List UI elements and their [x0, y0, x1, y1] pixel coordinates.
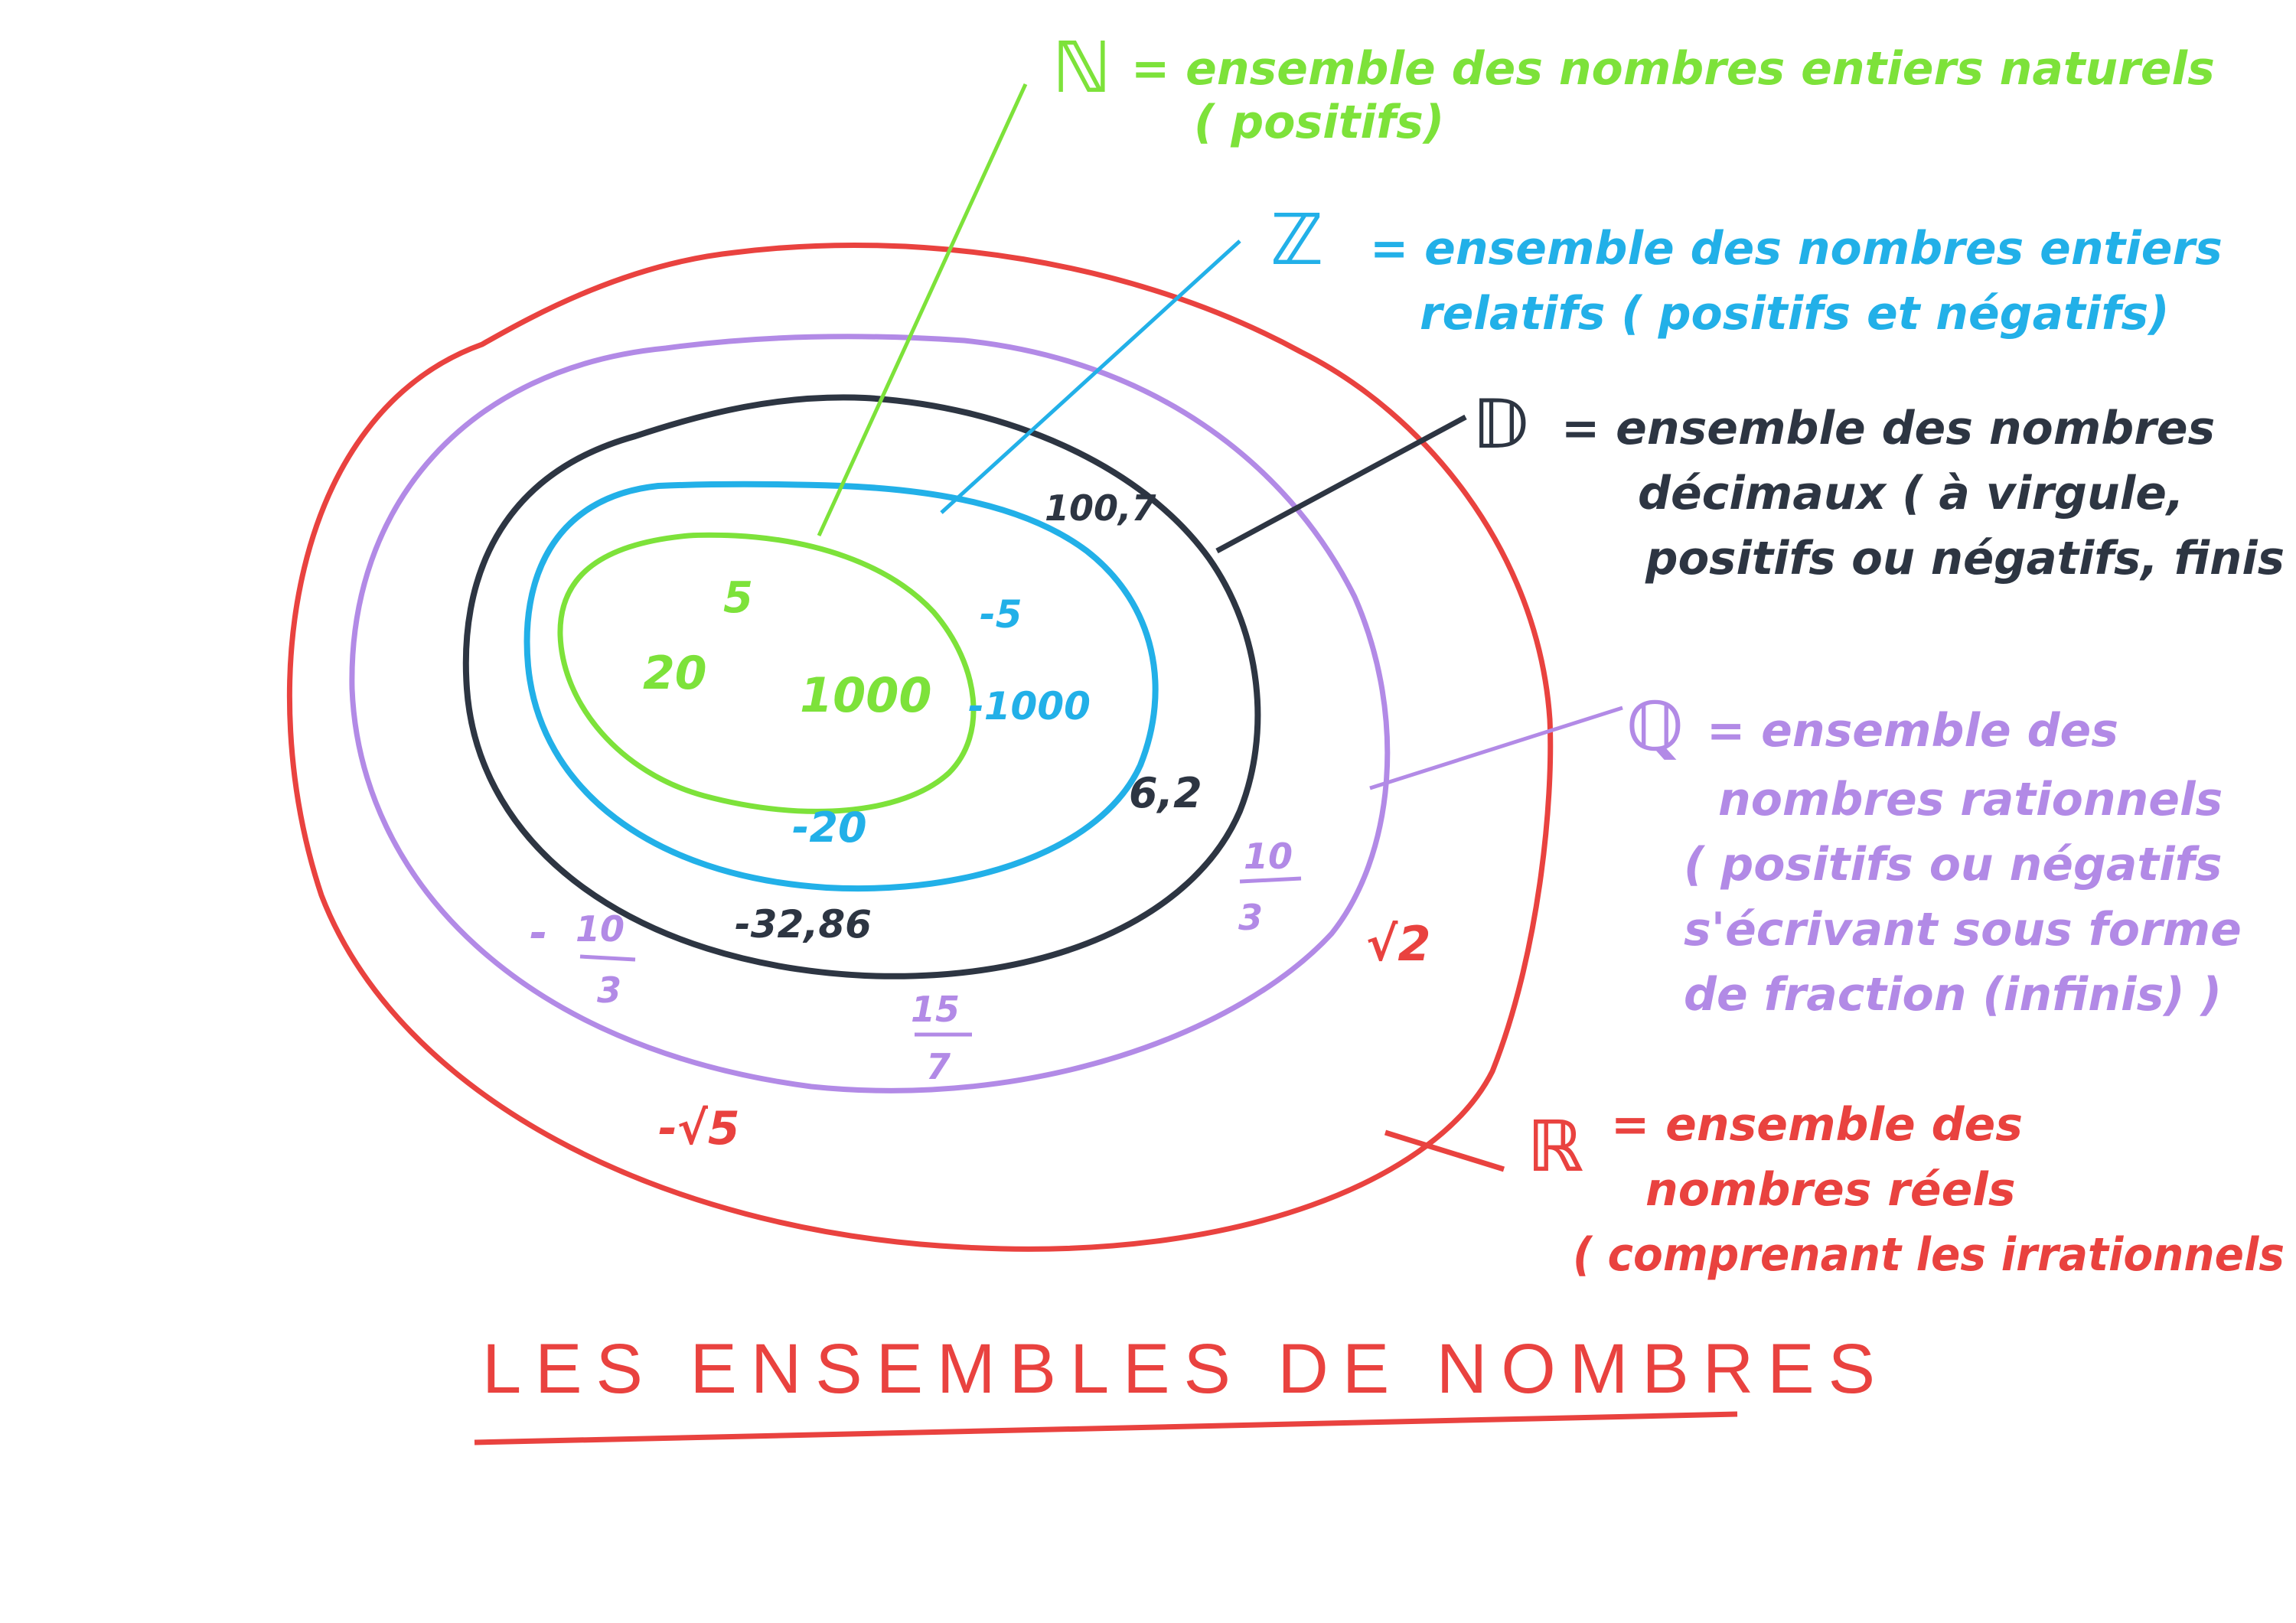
set-R-line1: = ensemble des [1611, 1098, 2023, 1152]
example-z-minus20: -20 [792, 803, 867, 852]
example-q2-numerator: 10 [576, 908, 625, 950]
set-D-outline [462, 394, 1261, 979]
example-r-sqrt2: √2 [1366, 916, 1431, 972]
label-N: ℕ = ensemble des nombres entiers naturel… [1052, 27, 2215, 149]
diagram-title: LES ENSEMBLES DE NOMBRES [482, 1330, 1889, 1408]
set-Q-line4: s'écrivant sous forme [1684, 903, 2242, 957]
example-n-5: 5 [723, 573, 753, 623]
leader-line-R [1384, 1129, 1505, 1172]
set-Q-line3: ( positifs ou négatifs [1684, 838, 2222, 891]
set-D-line1: = ensemble des nombres [1561, 402, 2215, 455]
leader-line-Q [1369, 706, 1623, 790]
example-n-1000: 1000 [800, 667, 932, 723]
leader-line-Z [940, 240, 1241, 514]
set-D-line3: positifs ou négatifs, finis [1645, 532, 2285, 585]
example-q1-numerator: 10 [1244, 836, 1293, 877]
example-q2-denominator: 3 [597, 970, 621, 1011]
title-underline [474, 1411, 1738, 1445]
set-N-outline [557, 532, 977, 814]
examples-D: 100,7 6,2 -32,86 [735, 487, 1202, 947]
examples-Q: 10 3 - 10 3 15 7 [530, 836, 1302, 1087]
set-N-line2: ( positifs) [1194, 96, 1444, 149]
set-Q-symbol: ℚ [1626, 687, 1684, 766]
set-R-outline [286, 242, 1554, 1252]
set-R-symbol: ℝ [1527, 1106, 1583, 1188]
example-r-minus-sqrt5: -√5 [658, 1102, 740, 1155]
examples-Z: -5 -1000 -20 [792, 592, 1091, 852]
example-n-20: 20 [643, 647, 707, 700]
set-N-symbol: ℕ [1052, 27, 1111, 109]
label-R: ℝ = ensemble des nombres réels ( compren… [1527, 1098, 2285, 1282]
set-R-line2: nombres réels [1645, 1163, 2016, 1217]
examples-N: 5 20 1000 [643, 573, 932, 723]
set-Q-line5: de fraction (infinis) ) [1684, 968, 2222, 1022]
examples-R: √2 -√5 [658, 916, 1431, 1155]
label-Z: ℤ = ensemble des nombres entiers relatif… [1270, 199, 2223, 341]
set-Q-line2: nombres rationnels [1718, 773, 2223, 826]
example-q1-denominator: 3 [1238, 897, 1263, 938]
set-D-line2: décimaux ( à virgule, [1638, 467, 2184, 520]
set-N-line1: = ensemble des nombres entiers naturels [1131, 42, 2215, 96]
example-q3-numerator: 15 [911, 989, 960, 1030]
example-z-minus5: -5 [980, 592, 1022, 637]
set-Z-outline [523, 481, 1159, 892]
set-Q-line1: = ensemble des [1707, 704, 2118, 758]
set-Z-symbol: ℤ [1270, 199, 1323, 281]
example-d-6-2: 6,2 [1129, 769, 1202, 817]
example-z-minus1000: -1000 [968, 684, 1091, 728]
label-D: 𝔻 = ensemble des nombres décimaux ( à vi… [1473, 385, 2285, 585]
example-q3-denominator: 7 [926, 1046, 951, 1087]
leader-line-N [817, 83, 1028, 537]
set-R-line3: ( comprenant les irrationnels [1573, 1228, 2285, 1282]
example-d-100-7: 100,7 [1045, 487, 1156, 529]
set-Q-outline [349, 334, 1391, 1093]
example-q2-bar [579, 954, 636, 962]
example-q1-bar [1239, 876, 1302, 884]
example-q2-sign: - [530, 908, 547, 958]
example-d-minus32-86: -32,86 [735, 902, 872, 947]
leader-line-D [1215, 414, 1467, 554]
set-D-symbol: 𝔻 [1473, 385, 1529, 464]
set-Z-line2: relatifs ( positifs et négatifs) [1420, 287, 2170, 341]
label-Q: ℚ = ensemble des nombres rationnels ( po… [1626, 687, 2242, 1022]
set-Z-line1: = ensemble des nombres entiers [1370, 222, 2223, 275]
